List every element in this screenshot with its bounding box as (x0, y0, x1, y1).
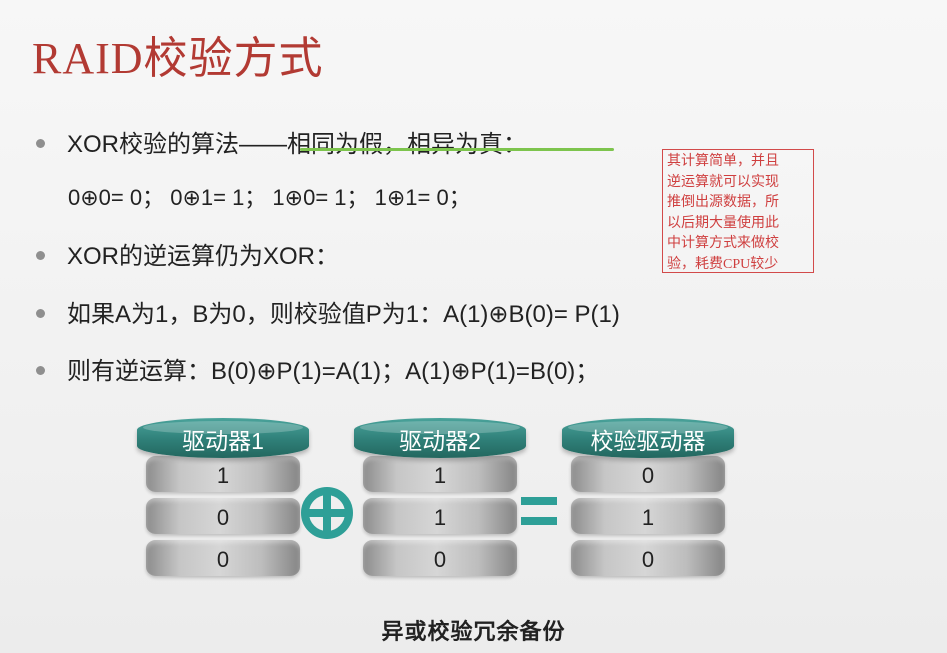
equals-bar (521, 517, 557, 525)
bullet-inverse: XOR的逆运算仍为XOR： (36, 236, 339, 271)
note-line: 验，耗费CPU较少 (667, 256, 779, 272)
drive-label: 驱动器1 (137, 418, 309, 458)
bullet-text: 则有逆运算：B(0)⊕P(1)=A(1)；A(1)⊕P(1)=B(0)； (67, 358, 600, 385)
diagram-caption: 异或校验冗余备份 (381, 619, 566, 644)
drive-disk: 0 (146, 498, 300, 534)
drive-disk: 1 (363, 456, 517, 492)
equals-operator-icon (521, 497, 557, 527)
drive-disk: 0 (571, 540, 725, 576)
bullet-text: 如果A为1，B为0，则校验值P为1：A(1)⊕B(0)= P(1) (67, 301, 620, 328)
bullet-dot (36, 366, 45, 376)
bullet-xor-algorithm: XOR校验的算法——相同为假，相异为真： (36, 124, 527, 159)
drive-disk: 0 (363, 540, 517, 576)
bullet-text: XOR校验的算法——相同为假，相异为真： (67, 131, 528, 158)
note-line: 中计算方式来做校 (667, 236, 779, 251)
drive-disk: 1 (571, 498, 725, 534)
highlight-underline (300, 148, 614, 151)
drive-label: 校验驱动器 (562, 418, 734, 458)
bullet-dot (36, 251, 45, 261)
drive-label: 驱动器2 (354, 418, 526, 458)
note-line: 以后期大量使用此 (667, 215, 779, 231)
note-line: 逆运算就可以实现 (667, 174, 779, 190)
bullet-dot (36, 139, 45, 149)
page-title: RAID校验方式 (32, 34, 324, 83)
xor-operator-icon (301, 487, 353, 539)
note-line: 其计算简单，并且 (667, 154, 779, 169)
drive-disk: 0 (571, 456, 725, 492)
equals-bar (521, 497, 557, 505)
bullet-example: 如果A为1，B为0，则校验值P为1：A(1)⊕B(0)= P(1) (36, 294, 620, 329)
bullet-text: XOR的逆运算仍为XOR： (67, 243, 340, 270)
side-note: 其计算简单，并且 逆运算就可以实现 推倒出源数据，所 以后期大量使用此 中计算方… (662, 149, 814, 273)
drive-disk: 1 (146, 456, 300, 492)
drive-disk: 1 (363, 498, 517, 534)
xor-rules: 0⊕0= 0； 0⊕1= 1； 1⊕0= 1； 1⊕1= 0； (68, 185, 471, 210)
bullet-dot (36, 309, 45, 319)
note-line: 推倒出源数据，所 (667, 195, 779, 210)
drive-disk: 0 (146, 540, 300, 576)
bullet-inverse-example: 则有逆运算：B(0)⊕P(1)=A(1)；A(1)⊕P(1)=B(0)； (36, 351, 599, 386)
